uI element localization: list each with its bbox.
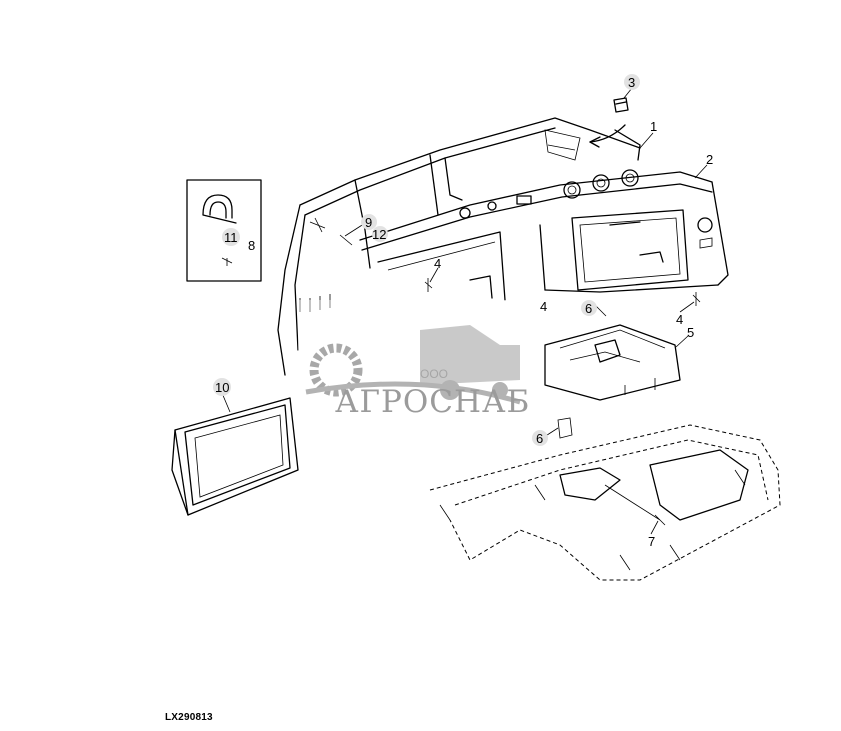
figure-id: LX290813	[165, 712, 213, 723]
display-bezel	[171, 397, 299, 516]
callout-6-lower: 6	[536, 431, 543, 446]
callout-7: 7	[648, 534, 655, 549]
leader-lines	[221, 87, 708, 535]
callout-4-middle: 4	[540, 299, 547, 314]
support-frame	[429, 424, 781, 581]
callout-4-left: 4	[434, 256, 441, 271]
mounting-tray	[544, 324, 681, 401]
callout-3: 3	[628, 75, 635, 90]
arrow-to-clip	[589, 124, 626, 143]
callout-5: 5	[687, 325, 694, 340]
clip-part	[613, 97, 629, 113]
back-bracket	[614, 129, 641, 161]
watermark: ООО АГРОСНАБ	[298, 300, 544, 426]
dashboard-housing	[277, 117, 729, 376]
callouts: 3 1 2 9 12 4 4 4 6 6 5 7 10 11 8	[213, 74, 713, 549]
callout-11: 11	[224, 230, 238, 245]
callout-1: 1	[650, 119, 657, 134]
callout-2: 2	[706, 152, 713, 167]
callout-8: 8	[248, 238, 255, 253]
callout-10: 10	[215, 380, 229, 395]
watermark-small-text: ООО	[420, 367, 448, 381]
callout-9: 9	[365, 215, 372, 230]
watermark-name-text: АГРОСНАБ	[335, 384, 530, 420]
callout-12: 12	[372, 227, 386, 242]
callout-6-upper: 6	[585, 301, 592, 316]
arrow-head	[589, 136, 601, 148]
fasteners	[309, 217, 701, 526]
detail-inset	[186, 179, 262, 282]
callout-4-right: 4	[676, 312, 683, 327]
